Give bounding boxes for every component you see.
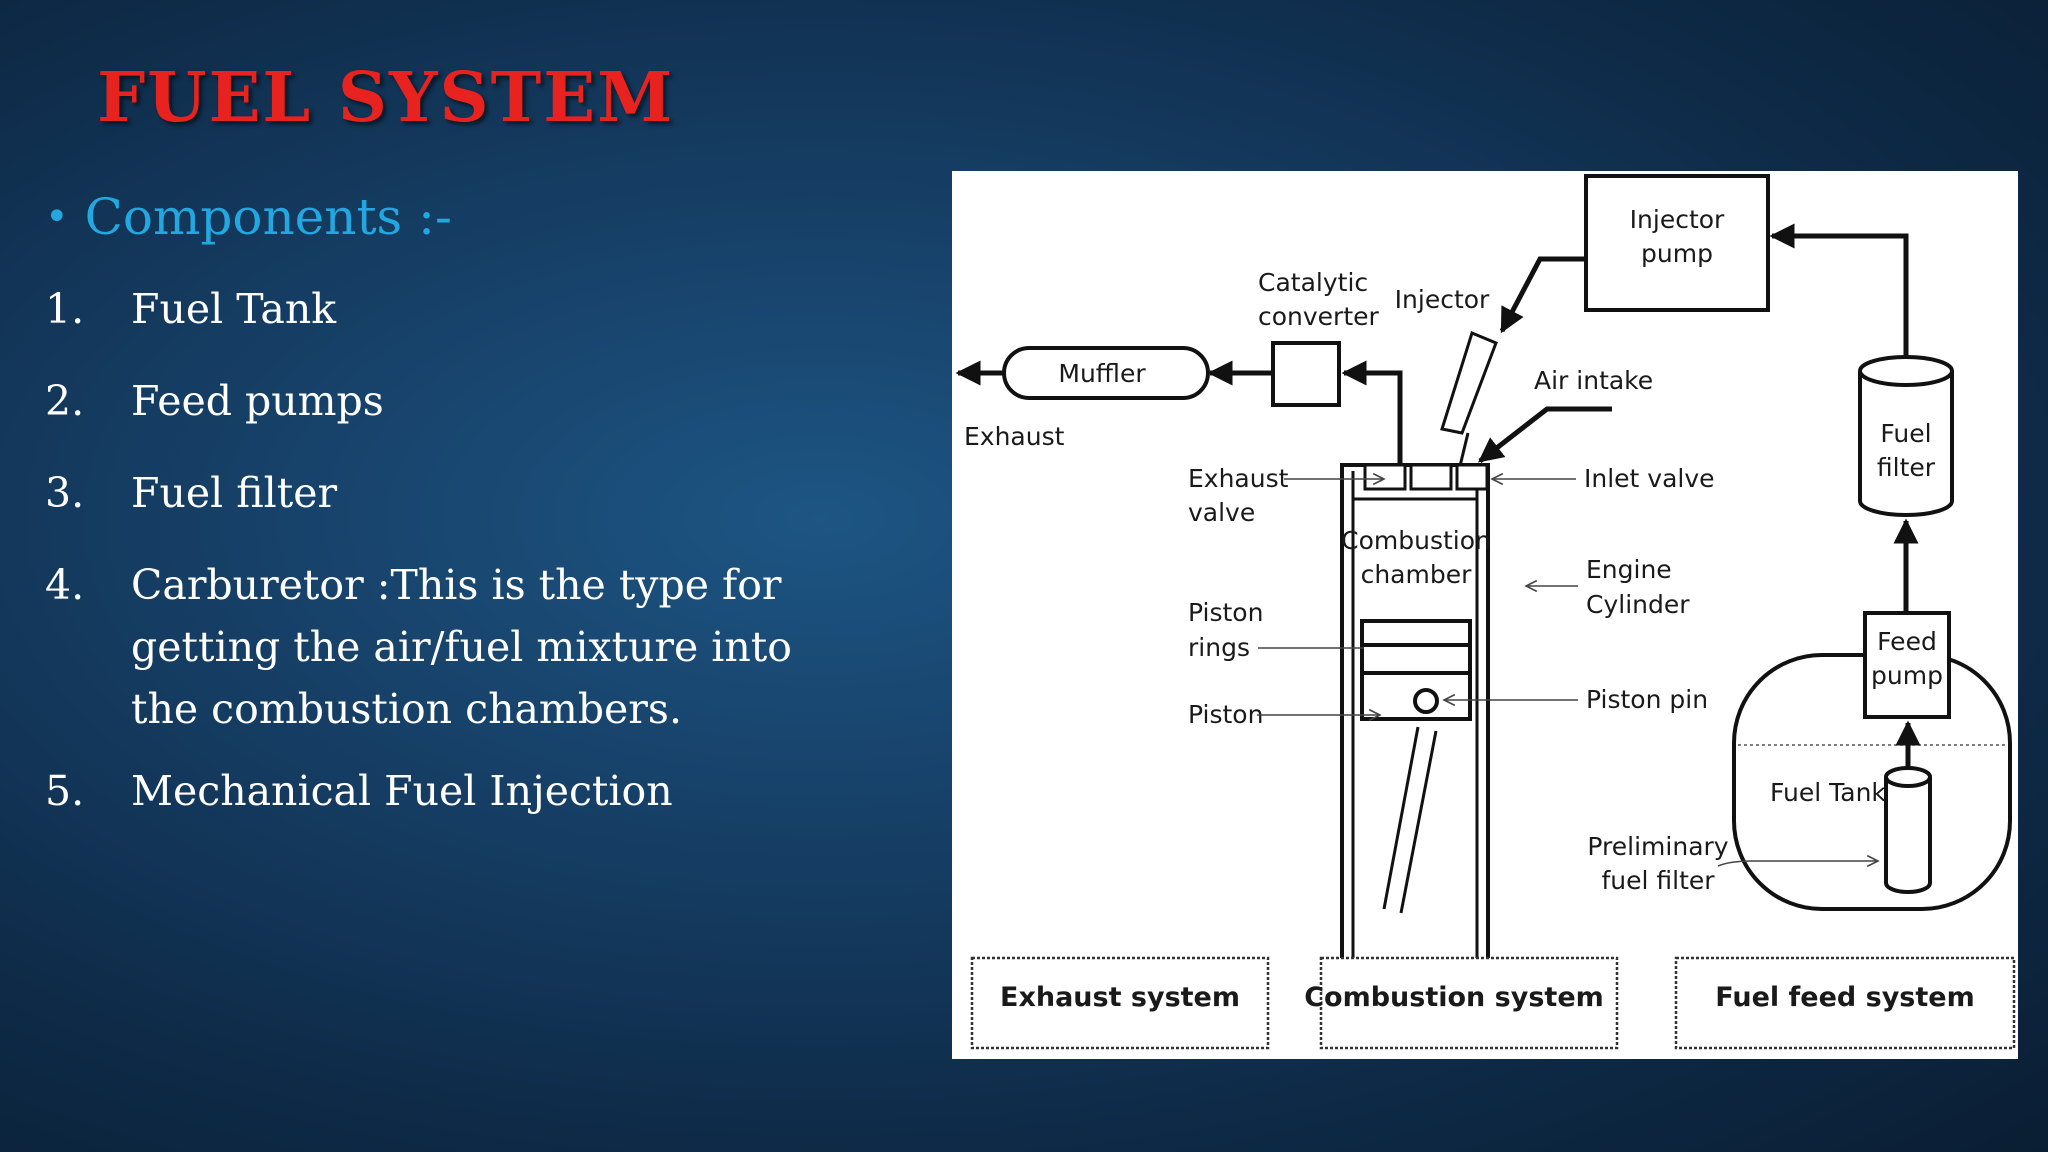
combustion-chamber-label-line2: chamber [1361,560,1473,589]
preliminary-filter-label-line1: Preliminary [1587,832,1728,861]
exhaust-system-label: Exhaust system [1000,982,1240,1013]
exhaust-valve-label-line2: valve [1188,498,1255,527]
preliminary-filter-pointer [1717,861,1878,866]
air-intake-arrow [1478,406,1612,463]
list-item-text: Mechanical Fuel Injection [131,767,673,815]
injector-pump-label-line1: Injector [1630,205,1725,234]
diagram-canvas: Injector pump Injector Air intake Cataly… [955,174,2016,1050]
combustion-system-label: Combustion system [1304,982,1604,1013]
piston-pin-label: Piston pin [1586,685,1708,714]
fuel-filter-label-line2: filter [1877,453,1936,482]
component-list: 1. Fuel Tank 2. Feed pumps 3. Fuel filte… [45,278,865,852]
injector-label: Injector [1395,285,1490,314]
list-item: 5. Mechanical Fuel Injection [45,760,865,822]
list-item-number: 2. [45,377,85,425]
fuel-filter [1858,355,1954,517]
list-item-number: 4. [45,561,85,609]
exhaust-system-box: Exhaust system [970,956,1270,1050]
fuel-system-diagram: Injector pump Injector Air intake Cataly… [952,171,2018,1059]
piston-rings-label-line1: Piston [1188,598,1263,627]
list-item-number: 1. [45,285,85,333]
air-intake-label: Air intake [1534,366,1653,395]
injector-tip [1458,432,1470,467]
list-item: 1. Fuel Tank [45,278,865,340]
list-item-text: Fuel Tank [131,285,337,333]
slide-title: FUEL SYSTEM [97,58,675,138]
engine-to-converter-arrow [1341,360,1403,469]
inlet-valve-label: Inlet valve [1584,464,1715,493]
components-heading: • Components :- [45,188,452,246]
injector-nozzle [1440,330,1498,435]
exhaust-label: Exhaust [964,422,1065,451]
injector-pump-label-line2: pump [1641,239,1713,268]
list-item: 3. Fuel filter [45,462,865,524]
engine-cylinder [1340,463,1490,977]
engine-cylinder-label-line2: Cylinder [1586,590,1690,619]
catalytic-converter-label-line2: converter [1258,302,1380,331]
feed-pump-box [1863,611,1951,719]
fuel-filter-label-line1: Fuel [1880,419,1931,448]
list-item-text: Feed pumps [131,377,384,425]
piston-pin-circle [1413,688,1439,714]
list-item-number: 3. [45,469,85,517]
list-item: 2. Feed pumps [45,370,865,432]
combustion-system-box: Combustion system [1304,956,1619,1050]
list-item-text: Fuel filter [131,469,338,517]
exhaust-valve-label-line1: Exhaust [1188,464,1289,493]
preliminary-fuel-filter [1884,766,1932,894]
components-heading-text: Components :- [84,188,452,246]
piston-label: Piston [1188,700,1263,729]
preliminary-filter-label-line2: fuel filter [1601,866,1715,895]
list-item-number: 5. [45,767,85,815]
connecting-rod [1382,726,1420,910]
catalytic-converter-box [1271,341,1341,407]
pump-to-injector-arrow [1499,256,1586,334]
fuel-tank-label: Fuel Tank [1770,778,1886,807]
fuel-feed-system-box: Fuel feed system [1674,956,2016,1050]
bullet-icon: • [45,194,69,240]
fuel-feed-system-label: Fuel feed system [1715,982,1974,1013]
combustion-chamber-label-line1: Combustion [1341,526,1491,555]
feed-pump-label-line2: pump [1871,661,1943,690]
filter-to-pump-arrow [1769,223,1909,386]
catalytic-converter-label-line1: Catalytic [1258,268,1368,297]
piston-rings-label-line2: rings [1188,633,1250,662]
feed-pump-label-line1: Feed [1877,627,1937,656]
list-item-text: Carburetor :This is the type for getting… [131,561,792,733]
muffler-label: Muffler [1058,359,1146,388]
list-item: 4. Carburetor :This is the type for gett… [45,554,865,740]
engine-cylinder-label-line1: Engine [1586,555,1672,584]
piston [1360,619,1472,914]
injector-pump-box [1584,174,1770,312]
